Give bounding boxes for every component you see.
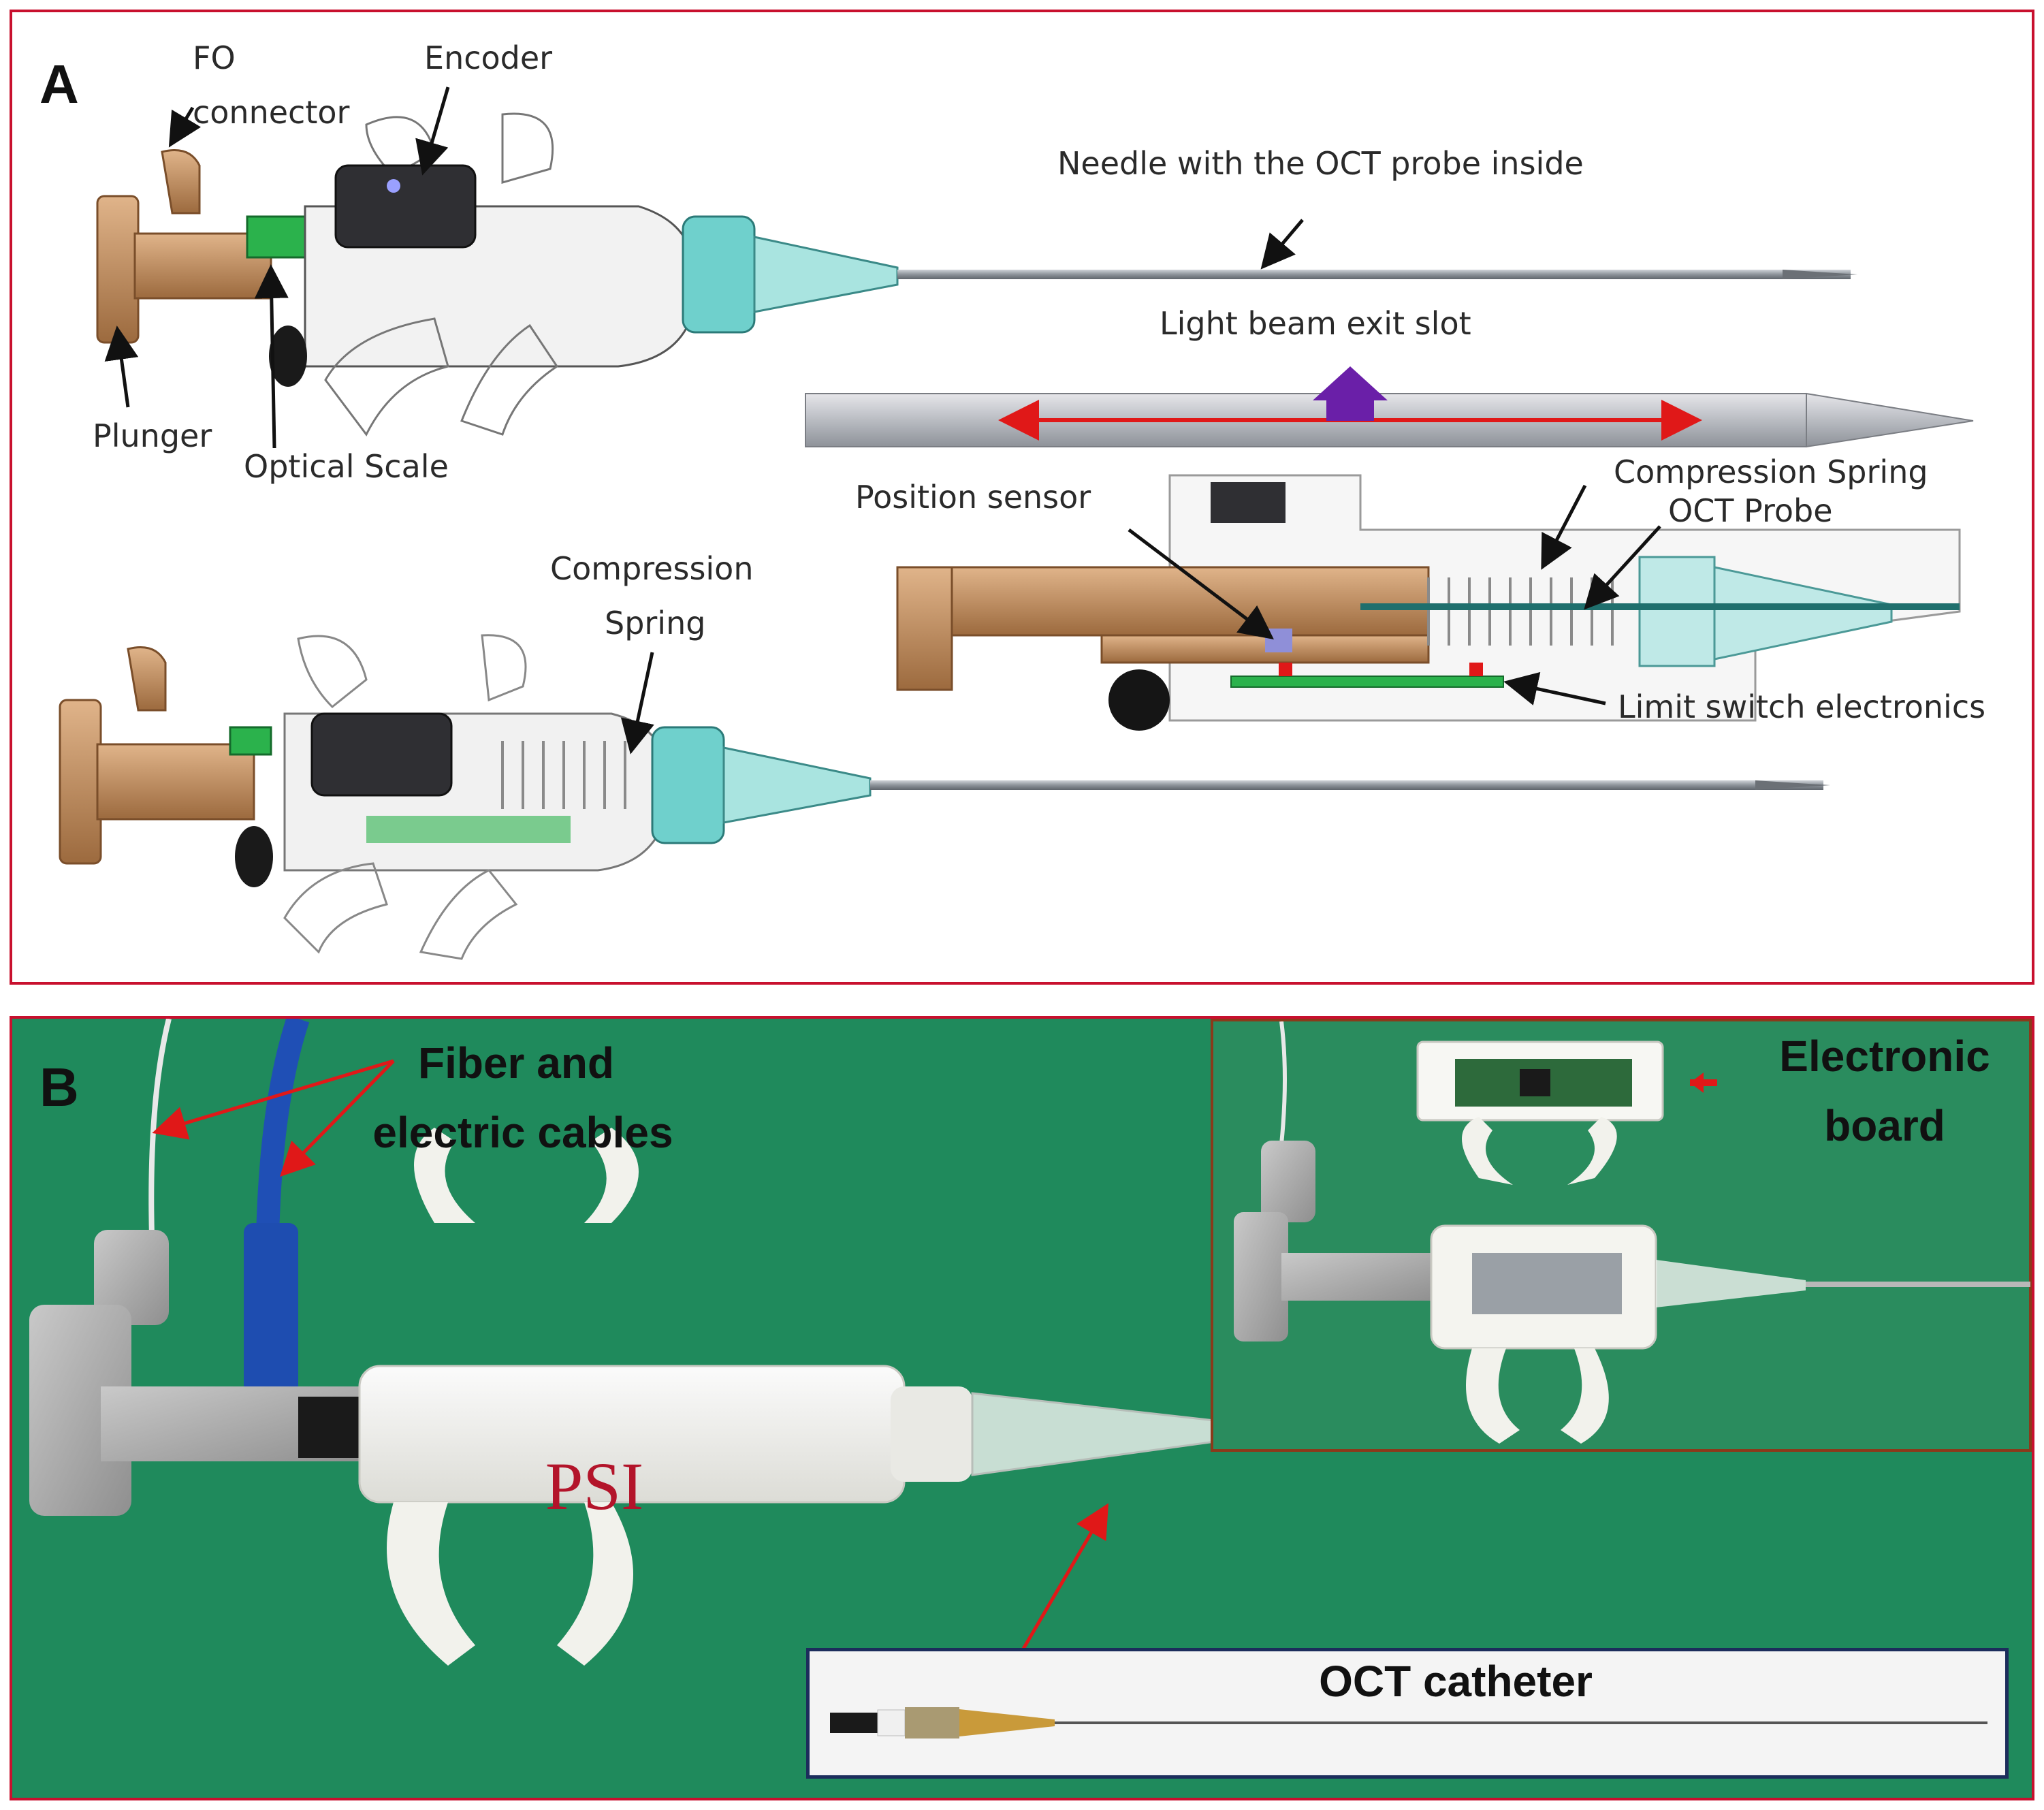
oct-catheter-label: OCT catheter: [1319, 1657, 1593, 1706]
panel-b-photo: PSI: [10, 1016, 2034, 1800]
fo-connector-label-line1: FO: [193, 39, 236, 76]
upper-syringe-device: [96, 112, 1857, 436]
optical-scale-label: Optical Scale: [244, 448, 449, 485]
main-device: [29, 1019, 2007, 1666]
fo-connector-label-line2: connector: [193, 94, 350, 131]
needle-closeup: [805, 366, 1974, 448]
panel-a-arrows: [104, 86, 1661, 755]
needle-label: Needle with the OCT probe inside: [1057, 145, 1584, 182]
plunger-label: Plunger: [93, 417, 212, 454]
oct-catheter-inset: [806, 1648, 2009, 1779]
encoder-label: Encoder: [424, 39, 553, 76]
position-sensor-label: Position sensor: [855, 479, 1091, 515]
compression-spring-left-label-line1: Compression: [550, 550, 754, 587]
electronic-board-label-line1: Electronic: [1779, 1032, 1990, 1081]
catheter-illustration: [830, 1707, 1987, 1738]
inset-illustration: [1234, 1021, 2030, 1444]
panel-b-letter: B: [39, 1057, 79, 1117]
fiber-cables-label-line2: electric cables: [372, 1108, 673, 1157]
cross-section: [896, 474, 1961, 731]
psi-logo: PSI: [545, 1448, 644, 1524]
panel-a-illustration: [59, 86, 1974, 960]
fiber-cables-label-line1: Fiber and: [417, 1038, 615, 1087]
compression-spring-right-label: Compression Spring: [1614, 454, 1928, 490]
light-beam-exit-slot-label: Light beam exit slot: [1160, 305, 1471, 342]
lower-syringe-device: [59, 634, 1830, 960]
inset-photo-electronic-board: [1211, 1019, 2032, 1452]
panel-a-letter: A: [39, 54, 79, 114]
panel-a-cad-drawing: A FO connector Encoder Needle with the O…: [10, 10, 2034, 985]
compression-spring-left-label-line2: Spring: [605, 605, 706, 641]
limit-switch-electronics-label: Limit switch electronics: [1618, 688, 1986, 725]
panel-b-illustration: PSI: [29, 1019, 2007, 1691]
oct-probe-label: OCT Probe: [1668, 492, 1833, 529]
electronic-board-label-line2: board: [1824, 1101, 1945, 1150]
